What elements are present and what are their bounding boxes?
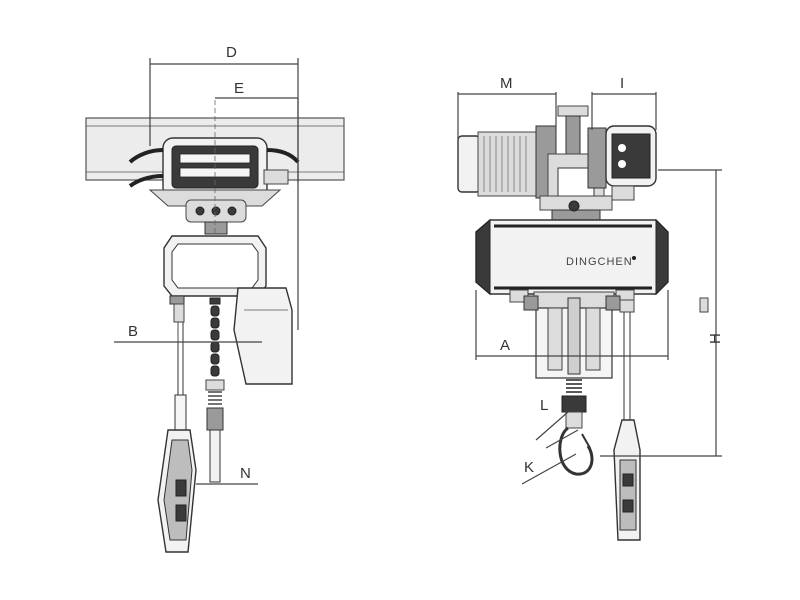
dimension-I: I xyxy=(591,75,657,130)
dimension-B: B xyxy=(114,322,262,343)
hook-front xyxy=(558,379,594,476)
travel-motor-right xyxy=(587,125,657,201)
dimension-L: L xyxy=(535,397,579,449)
dimension-A: A xyxy=(475,290,669,360)
hoist-frame-side xyxy=(163,235,267,323)
dim-label-M: M xyxy=(500,75,513,92)
dimension-N: N xyxy=(196,465,258,485)
dimension-E: E xyxy=(215,80,299,330)
dim-label-N: N xyxy=(240,465,251,482)
dim-label-K: K xyxy=(524,459,534,476)
dim-label-H: H xyxy=(707,333,724,344)
dimension-H: H xyxy=(600,169,724,457)
pendant-front xyxy=(613,299,641,541)
dimension-M: M xyxy=(457,75,557,140)
chain-container-front xyxy=(523,291,621,379)
dim-label-E: E xyxy=(234,80,244,97)
side-view: D E B N xyxy=(85,44,345,553)
travel-motor-left xyxy=(457,125,557,199)
trolley-front xyxy=(539,105,613,221)
dimension-K: K xyxy=(521,453,577,485)
pendant-side xyxy=(157,322,197,553)
dim-label-I: I xyxy=(620,75,624,92)
hoist-body-front: DINGCHEN xyxy=(475,218,669,303)
dim-label-D: D xyxy=(226,44,237,61)
dim-label-L: L xyxy=(540,397,548,414)
chain-bucket-side xyxy=(233,287,293,385)
brand-text: DINGCHEN xyxy=(566,256,633,268)
front-view: DINGCHEN xyxy=(457,75,724,541)
chain-side xyxy=(205,100,225,483)
dim-label-B: B xyxy=(128,323,138,340)
dim-label-A: A xyxy=(500,337,510,354)
